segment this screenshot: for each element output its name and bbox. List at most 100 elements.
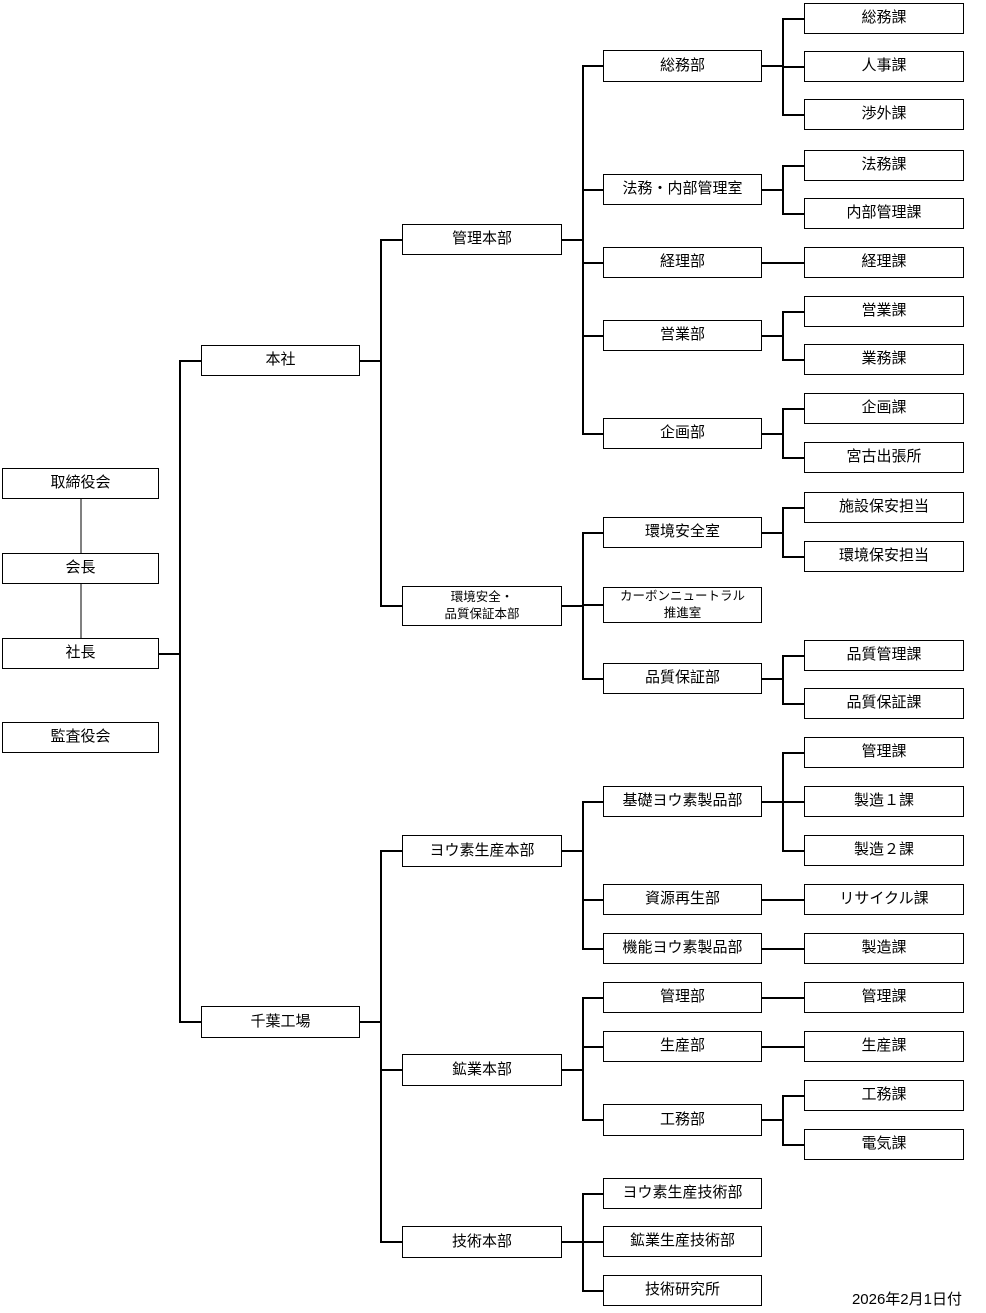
connector-line <box>782 164 784 215</box>
org-node-honsha: 本社 <box>201 345 360 376</box>
connector-line <box>783 17 804 20</box>
org-node-yoso-kanri-ka: 管理課 <box>804 737 964 768</box>
org-node-seizo-ka: 製造課 <box>804 933 964 964</box>
connector-line <box>583 261 603 264</box>
connector-line <box>762 531 783 534</box>
connector-line <box>782 407 784 459</box>
connector-line <box>783 456 804 459</box>
org-node-gyomu-ka: 業務課 <box>804 344 964 375</box>
org-node-seizo1-ka: 製造１課 <box>804 786 964 817</box>
connector-line <box>762 677 783 680</box>
org-node-yoso-gijutsu-bu: ヨウ素生産技術部 <box>603 1178 762 1209</box>
connector-line <box>562 1241 583 1243</box>
connector-line <box>583 604 603 606</box>
connector-line <box>179 359 181 1023</box>
org-node-kikaku-ka: 企画課 <box>804 393 964 424</box>
org-node-kankyo-hoan: 環境保安担当 <box>804 541 964 572</box>
org-node-kanri-bu: 管理部 <box>603 982 762 1013</box>
connector-line <box>783 212 804 215</box>
org-node-kankyo-honbu: 環境安全・ 品質保証本部 <box>402 586 562 626</box>
connector-line <box>583 677 603 680</box>
connector-line <box>583 432 603 435</box>
org-node-kino-yoso-bu: 機能ヨウ素製品部 <box>603 933 762 964</box>
org-node-president: 社長 <box>2 638 159 669</box>
connector-line <box>180 1021 201 1023</box>
connector-line <box>762 1045 804 1048</box>
connector-line <box>782 310 784 361</box>
connector-line <box>783 849 804 852</box>
connector-line <box>583 334 603 337</box>
org-node-chiba: 千葉工場 <box>201 1006 360 1038</box>
org-node-jinji-ka: 人事課 <box>804 51 964 82</box>
connector-line <box>783 1143 804 1146</box>
connector-line <box>782 654 784 705</box>
connector-line <box>783 358 804 361</box>
connector-line <box>583 947 603 950</box>
connector-line <box>381 1241 402 1243</box>
connector-line <box>583 1240 603 1243</box>
org-node-kogyo-kanri-ka: 管理課 <box>804 982 964 1013</box>
connector-line <box>583 188 603 191</box>
org-node-denki-ka: 電気課 <box>804 1129 964 1160</box>
org-node-naibu-kanri-ka: 内部管理課 <box>804 198 964 229</box>
org-node-kogyo-honbu: 鉱業本部 <box>402 1054 562 1086</box>
org-node-gijutsu-kenkyujo: 技術研究所 <box>603 1275 762 1306</box>
org-node-kanri-honbu: 管理本部 <box>402 224 562 255</box>
connector-line <box>583 531 603 534</box>
org-node-audit: 監査役会 <box>2 722 159 753</box>
connector-line <box>762 188 783 191</box>
connector-line <box>360 1021 381 1023</box>
connector-line <box>783 310 804 313</box>
connector-line <box>582 65 584 435</box>
org-node-seisan-ka: 生産課 <box>804 1031 964 1062</box>
org-node-keiri-bu: 経理部 <box>603 247 762 278</box>
org-node-hinshitsu-kanri-ka: 品質管理課 <box>804 640 964 671</box>
org-node-shisetsu-hoan: 施設保安担当 <box>804 492 964 523</box>
connector-line <box>783 113 804 116</box>
org-node-hinshitsu-hosho-ka: 品質保証課 <box>804 688 964 719</box>
connector-line <box>762 334 783 337</box>
connector-line <box>583 1119 603 1121</box>
org-node-gijutsu-honbu: 技術本部 <box>402 1226 562 1258</box>
connector-line <box>583 996 603 999</box>
connector-line <box>762 65 783 67</box>
org-node-shigen-bu: 資源再生部 <box>603 884 762 915</box>
connector-line <box>583 1289 603 1292</box>
connector-line <box>762 261 804 264</box>
connector-line <box>159 652 180 655</box>
connector-line <box>762 1119 783 1121</box>
connector-line <box>762 898 804 901</box>
org-node-hinshitsu-bu: 品質保証部 <box>603 663 762 694</box>
org-node-miyako: 宮古出張所 <box>804 442 964 473</box>
connector-line <box>381 850 402 852</box>
connector-line <box>783 800 804 803</box>
connector-line <box>783 751 804 754</box>
org-node-chairman: 会長 <box>2 553 159 584</box>
connector-line <box>583 800 603 803</box>
connector-line <box>783 702 804 705</box>
org-node-board: 取締役会 <box>2 468 159 499</box>
org-node-kiso-yoso-bu: 基礎ヨウ素製品部 <box>603 786 762 817</box>
connector-line <box>762 996 804 999</box>
connector-line <box>762 800 783 803</box>
connector-line <box>381 1069 402 1071</box>
connector-line <box>782 1094 784 1146</box>
connector-line <box>783 407 804 410</box>
org-node-somu-ka: 総務課 <box>804 3 964 34</box>
org-node-keiri-ka: 経理課 <box>804 247 964 278</box>
connector-line <box>180 359 201 362</box>
org-node-homu-shitsu: 法務・内部管理室 <box>603 174 762 205</box>
connector-line <box>583 898 603 901</box>
connector-line <box>783 654 804 657</box>
connector-line <box>762 432 783 435</box>
connector-line <box>783 164 804 167</box>
connector-line <box>583 65 603 67</box>
org-node-yoso-honbu: ヨウ素生産本部 <box>402 835 562 867</box>
connector-line <box>583 1045 603 1048</box>
connector-line <box>783 1094 804 1097</box>
connector-line <box>79 583 82 639</box>
connector-line <box>79 498 82 554</box>
org-node-kikaku-bu: 企画部 <box>603 418 762 449</box>
connector-line <box>562 1069 583 1071</box>
